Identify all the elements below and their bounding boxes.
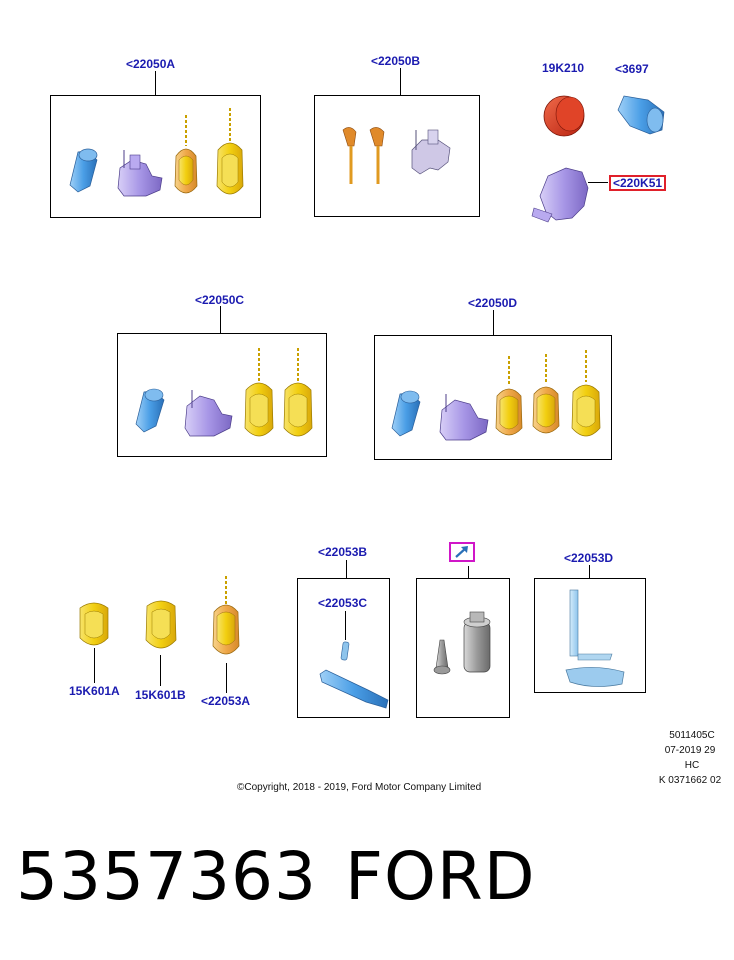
key-fob-22050D-1 — [495, 356, 523, 436]
cylinder-22050D — [391, 390, 421, 437]
red-cap-19K210 — [543, 95, 585, 137]
ref-line-2: 07-2019 29 — [664, 745, 716, 756]
box-22053D — [534, 578, 646, 693]
small-pin-22053C — [340, 641, 350, 661]
label-220K51[interactable]: <220K51 — [609, 175, 667, 191]
label-15K601A[interactable]: 15K601A — [69, 684, 120, 698]
blade-tool-22053B — [319, 669, 389, 709]
lock-220K51 — [531, 167, 589, 223]
label-22050C[interactable]: <22050C — [195, 293, 245, 307]
label-22053A[interactable]: <22053A — [201, 694, 251, 708]
emergency-key-22053D — [565, 589, 625, 687]
label-22050A[interactable]: <22050A — [126, 57, 176, 71]
ref-line-1: 5011405C — [669, 730, 715, 741]
copyright-text: ©Copyright, 2018 - 2019, Ford Motor Comp… — [237, 782, 482, 793]
cylinder-22050A — [69, 148, 98, 193]
label-19K210[interactable]: 19K210 — [542, 61, 585, 75]
label-3697[interactable]: <3697 — [615, 62, 649, 76]
cylinder-tool — [463, 611, 491, 673]
box-22050D — [374, 335, 612, 460]
box-22053B — [297, 578, 390, 718]
ref-line-3: HC — [684, 760, 700, 771]
key-fob-22050C-2 — [283, 348, 313, 437]
key-fob-15K601A — [79, 602, 109, 646]
box-22050C — [117, 333, 327, 457]
ref-line-4: K 0371662 02 — [658, 775, 722, 786]
key-fob-22050C-1 — [244, 348, 274, 437]
key-fob-15K601B — [145, 600, 177, 649]
box-22050B — [314, 95, 480, 217]
lock-assembly-22050D — [439, 394, 489, 441]
box-22050A — [50, 95, 261, 218]
key-fob-22050A-1 — [174, 115, 198, 194]
lock-body-22050B — [411, 129, 451, 175]
brand-name: FORD — [345, 838, 536, 915]
screw-tool — [433, 639, 451, 675]
external-link-icon[interactable] — [449, 542, 475, 562]
key-fob-22050D-3 — [571, 350, 601, 437]
blade-key-1 — [342, 127, 357, 184]
part-number: 5357363 — [16, 838, 317, 915]
label-22053D[interactable]: <22053D — [564, 551, 614, 565]
cylinder-3697 — [617, 95, 665, 135]
key-fob-22050D-2 — [532, 354, 560, 434]
cylinder-22050C — [135, 388, 165, 433]
lock-assembly-22050A — [117, 150, 163, 197]
label-15K601B[interactable]: 15K601B — [135, 688, 186, 702]
key-fob-22050A-2 — [216, 108, 244, 195]
label-22050D[interactable]: <22050D — [468, 296, 518, 310]
leader-lines — [94, 68, 608, 693]
blade-key-2 — [369, 127, 385, 184]
label-22053B[interactable]: <22053B — [318, 545, 368, 559]
lock-assembly-22050C — [184, 390, 233, 437]
box-tool-kit — [416, 578, 510, 718]
label-22053C[interactable]: <22053C — [318, 596, 368, 610]
key-fob-22053A — [212, 576, 240, 655]
label-22050B[interactable]: <22050B — [371, 54, 421, 68]
